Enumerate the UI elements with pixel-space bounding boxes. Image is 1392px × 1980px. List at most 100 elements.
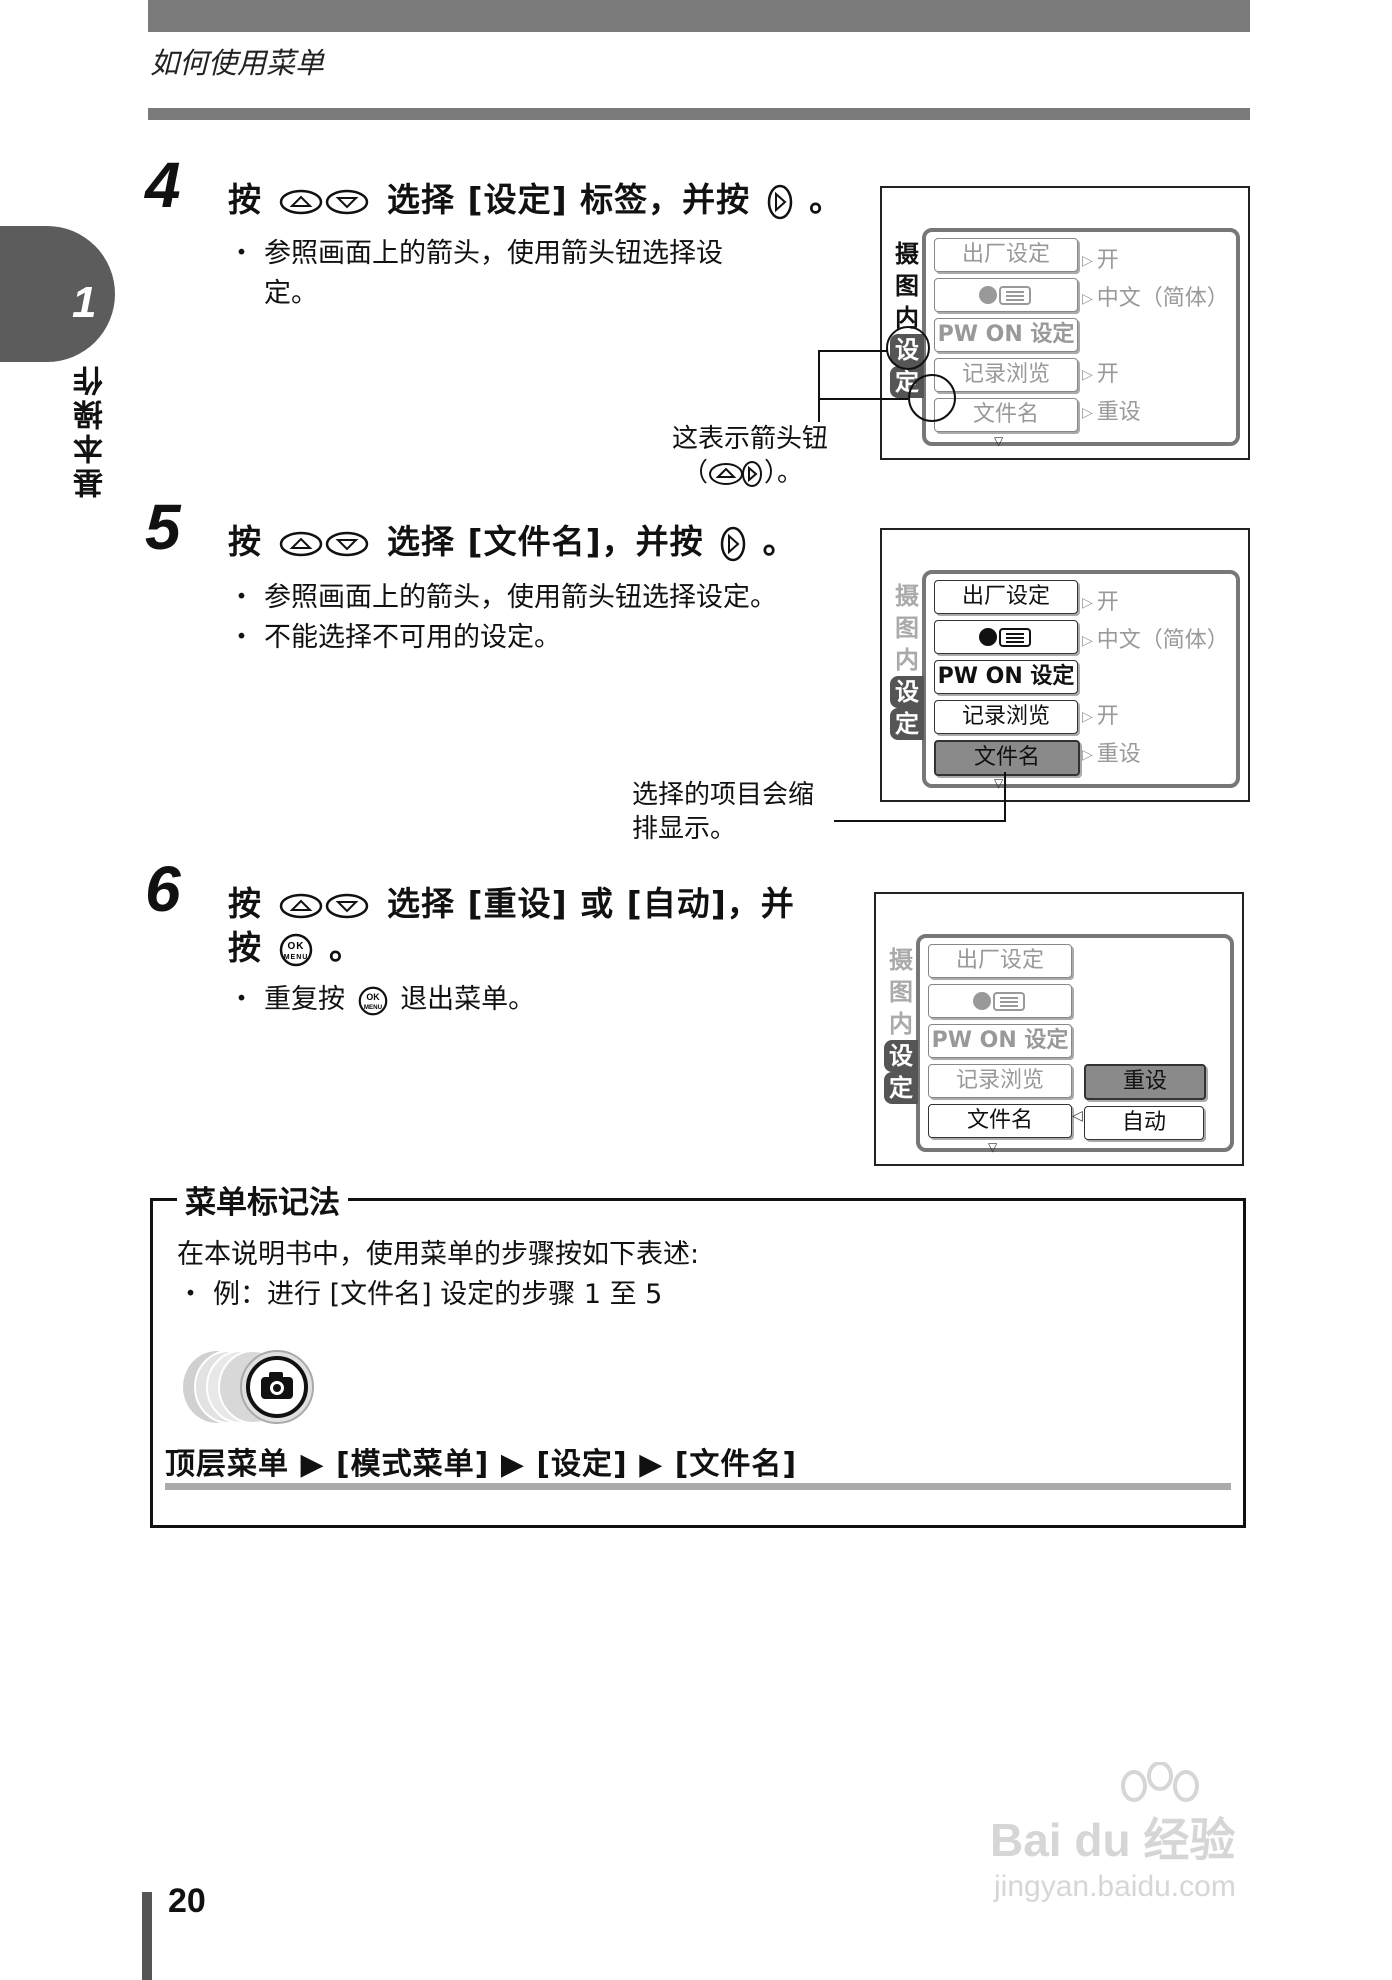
menu-item-filename: 文件名 — [934, 398, 1078, 432]
step-4-post: 。 — [809, 180, 844, 219]
menu-item-reset: 出厂设定 — [934, 238, 1078, 272]
watermark-url: jingyan.baidu.com — [994, 1870, 1236, 1903]
callout-line — [1004, 772, 1006, 822]
highlight-circle-right — [908, 374, 956, 422]
arrow-callout-open: （ — [682, 458, 709, 488]
menu-item-filename: 文件名 — [928, 1104, 1072, 1138]
step-5-bullets: ・参照画面上的箭头，使用箭头钮选择设定。 ・不能选择不可用的设定。 — [228, 582, 777, 653]
step-5-instruction: 按 选择 [文件名]，并按 。 — [228, 520, 797, 564]
menu-item-pw-on: PW ON 设定 — [934, 660, 1078, 694]
step-4-number: 4 — [145, 149, 181, 221]
watermark-brand: Bai du 经验 — [990, 1814, 1236, 1866]
menu-notation-box: 菜单标记法 在本说明书中，使用菜单的步骤按如下表述: ・例：进行 [文件名] 设… — [150, 1177, 1246, 1528]
svg-text:OK: OK — [366, 992, 380, 1002]
svg-text:OK: OK — [287, 941, 304, 952]
value-language: 中文（简体） — [1096, 628, 1229, 653]
left-triangle-icon: ◁ — [1072, 1108, 1083, 1124]
arrow-callout: 这表示箭头钮 （）。 — [672, 422, 828, 490]
paw-logo-icon — [1121, 1762, 1199, 1802]
callout-line — [834, 820, 1006, 822]
down-triangle-icon: ▽ — [988, 1140, 998, 1154]
right-triangle-icon: ▷ — [1082, 709, 1093, 725]
value-reset: 开 — [1096, 590, 1119, 615]
menu-item-pw-on: PW ON 设定 — [928, 1024, 1072, 1058]
step-6-bullet-post: 退出菜单。 — [400, 984, 536, 1015]
value-reset: 开 — [1096, 248, 1119, 273]
step-5-pre: 按 — [228, 522, 262, 561]
right-triangle-icon: ▷ — [1082, 291, 1093, 307]
right-triangle-icon: ▷ — [1082, 253, 1093, 269]
selected-callout-line2: 排显示。 — [632, 814, 737, 844]
menu-path: 顶层菜单 ▶ [模式菜单] ▶ [设定] ▶ [文件名] — [165, 1447, 798, 1482]
step-4-mid: 选择 [设定] 标签，并按 — [387, 180, 751, 219]
menu-items: 出厂设定 PW ON 设定 记录浏览 文件名 — [934, 580, 1080, 776]
step-6-mid: 选择 [重设] 或 [自动]，并 — [387, 884, 795, 923]
menu-item-language — [934, 620, 1078, 654]
note-line1: 在本说明书中，使用菜单的步骤按如下表述: — [177, 1239, 700, 1270]
menu-item-filename-selected: 文件名 — [934, 740, 1080, 776]
header-bottom-bar — [148, 108, 1250, 120]
step-6-number: 6 — [145, 853, 181, 925]
tab-setup-2: 定 — [890, 708, 924, 740]
camera-screen-1: 摄 图 内 设 定 出厂设定 PW ON 设定 记录浏览 文件名 ▷开 ▷中文（… — [880, 186, 1250, 460]
tab-shoot: 摄 — [895, 582, 919, 610]
callout-line — [818, 350, 888, 352]
tab-shoot: 摄 — [895, 240, 919, 268]
up-down-arrow-icon — [279, 531, 368, 556]
tab-image: 图 — [889, 978, 913, 1006]
value-language: 中文（简体） — [1096, 286, 1229, 311]
svg-text:MENU: MENU — [283, 954, 308, 961]
down-triangle-icon: ▽ — [994, 776, 1004, 790]
ok-menu-button-icon: OK MENU — [279, 933, 312, 966]
menu-items: 出厂设定 PW ON 设定 记录浏览 文件名 — [928, 944, 1072, 1138]
value-filename: 重设 — [1096, 742, 1141, 767]
up-down-arrow-icon — [279, 893, 368, 918]
tab-setup-1: 设 — [890, 676, 924, 708]
value-rec-view: 开 — [1096, 704, 1119, 729]
menu-item-language — [934, 278, 1078, 312]
selected-callout-line1: 选择的项目会缩 — [632, 780, 815, 810]
step-6-line2-pre: 按 — [228, 928, 262, 967]
menu-item-reset: 出厂设定 — [934, 580, 1078, 614]
right-triangle-icon: ▷ — [1082, 633, 1093, 649]
tab-setup-1: 设 — [884, 1040, 918, 1072]
option-auto: 自动 — [1084, 1106, 1204, 1140]
step-6-pre: 按 — [228, 884, 262, 923]
menu-items: 出厂设定 PW ON 设定 记录浏览 文件名 — [934, 238, 1078, 432]
tab-memory: 内 — [889, 1010, 913, 1038]
menu-values: ▷开 ▷中文（简体） ▷开 ▷重设 — [1082, 242, 1229, 432]
arrow-callout-line1: 这表示箭头钮 — [672, 424, 829, 454]
svg-text:MENU: MENU — [364, 1003, 383, 1010]
right-triangle-icon: ▷ — [1082, 747, 1093, 763]
highlight-circle-up — [886, 326, 930, 370]
language-icon — [979, 628, 1031, 647]
chapter-number: 1 — [72, 278, 97, 327]
camera-screen-3: 摄 图 内 设 定 出厂设定 PW ON 设定 记录浏览 文件名 重设 自动 ◁… — [874, 892, 1244, 1166]
tab-memory: 内 — [895, 646, 919, 674]
callout-line — [818, 398, 908, 400]
chapter-label: 基本操作 — [74, 362, 109, 498]
tab-setup-2: 定 — [884, 1072, 918, 1104]
language-icon — [979, 286, 1031, 305]
note-bullet: ・例：进行 [文件名] 设定的步骤 1 至 5 — [177, 1279, 663, 1310]
menu-item-reset: 出厂设定 — [928, 944, 1072, 978]
header-top-bar — [148, 0, 1250, 32]
footer-bar — [142, 1892, 152, 1980]
menu-tabs: 摄 图 内 设 定 — [884, 944, 918, 1104]
menu-item-rec-view: 记录浏览 — [934, 700, 1078, 734]
menu-item-language — [928, 984, 1072, 1018]
step-4-bullet: ・参照画面上的箭头，使用箭头钮选择设 定。 — [228, 238, 723, 309]
note-title: 菜单标记法 — [177, 1177, 348, 1222]
step-4-bullet-line2: 定。 — [264, 278, 318, 309]
menu-tabs: 摄 图 内 设 定 — [890, 580, 924, 740]
page-number: 20 — [168, 1882, 206, 1920]
value-rec-view: 开 — [1096, 362, 1119, 387]
note-bullet-text: 例：进行 [文件名] 设定的步骤 1 至 5 — [213, 1279, 663, 1310]
up-right-arrow-icon — [709, 460, 763, 487]
step-5-bullet-2: 不能选择不可用的设定。 — [264, 622, 561, 653]
right-triangle-icon: ▷ — [1082, 405, 1093, 421]
option-reset-selected: 重设 — [1084, 1064, 1206, 1100]
